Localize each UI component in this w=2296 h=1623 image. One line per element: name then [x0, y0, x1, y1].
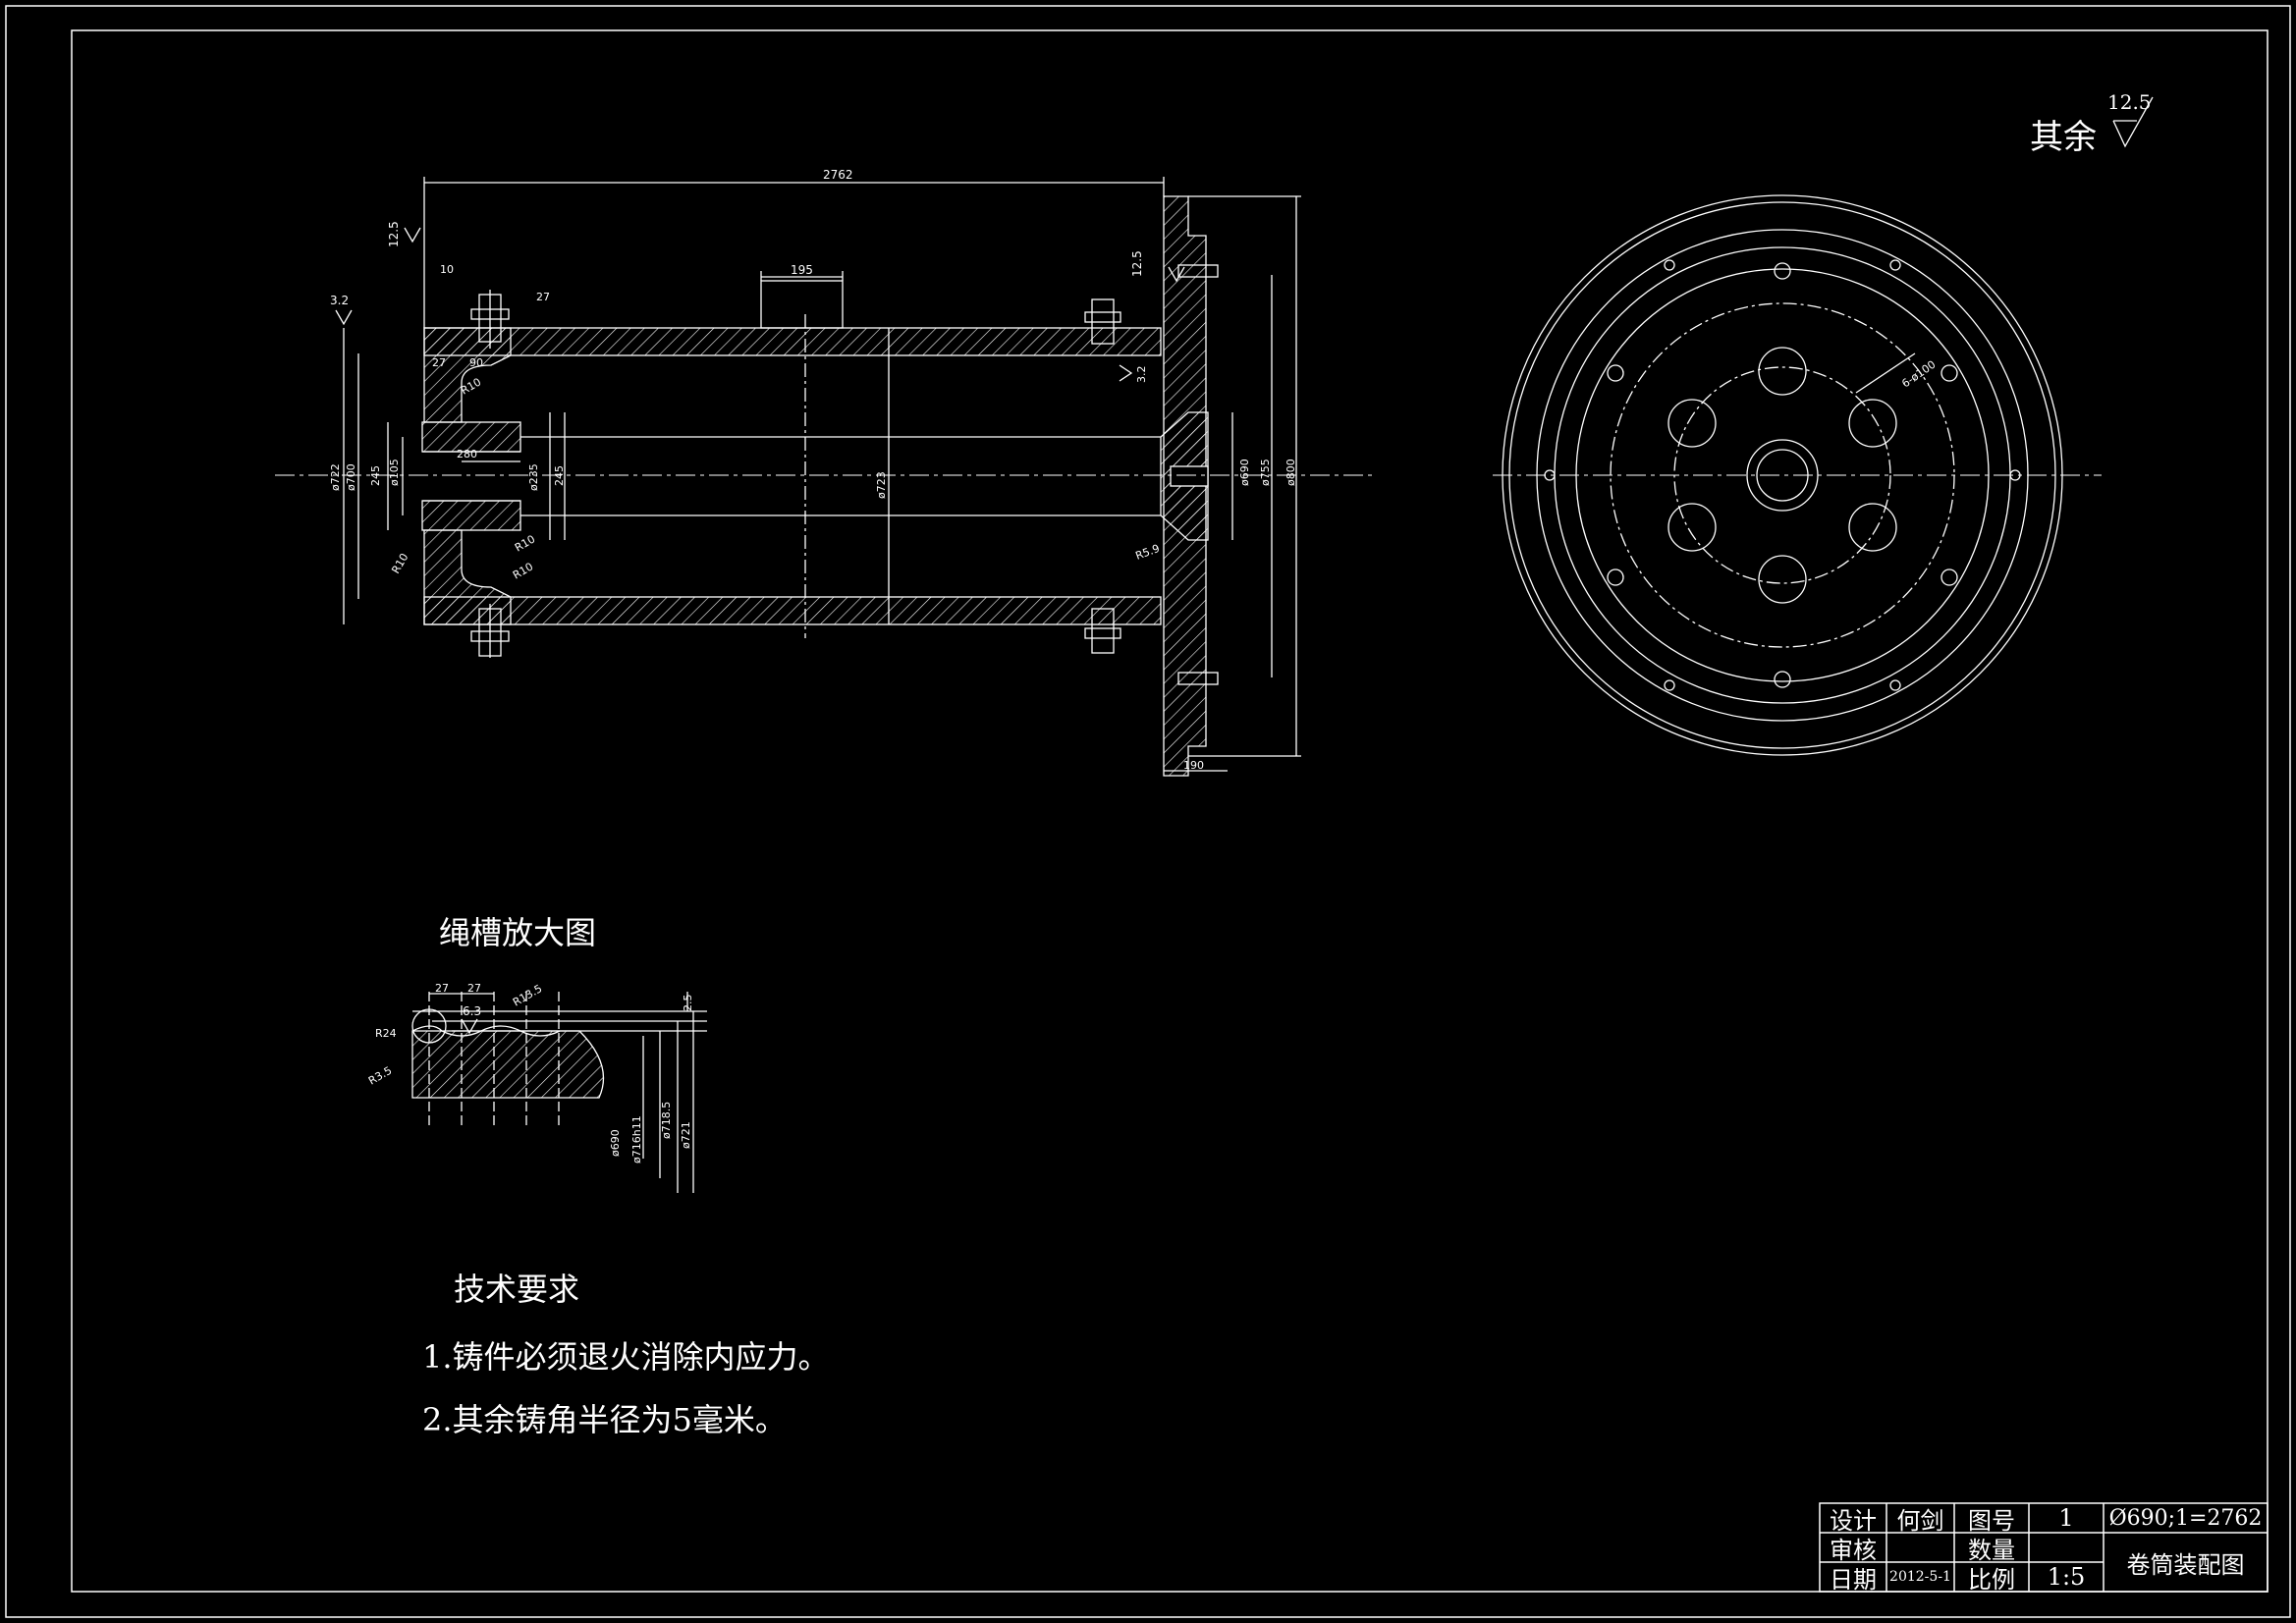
roughness-note-value: 12.5: [2107, 90, 2152, 114]
requirement-item-2: 2.其余铸角半径为5毫米。: [422, 1401, 787, 1438]
left-hub-bottom: [423, 529, 512, 625]
requirements-title: 技术要求: [454, 1271, 580, 1308]
right-keyway: [1170, 465, 1209, 487]
tb-date-label: 日期: [1830, 1565, 1877, 1594]
groove-d690: ø690: [609, 1129, 622, 1157]
left-hub-top: [423, 327, 512, 423]
groove-d716: ø716h11: [630, 1115, 643, 1163]
tb-drawing-no: 1: [2058, 1504, 2074, 1532]
groove-r13-5: R13.5: [511, 982, 544, 1008]
dim-d723: ø723: [875, 471, 888, 499]
dim-d722: ø722: [329, 463, 342, 491]
dim-len-280: 280: [457, 448, 477, 460]
tb-drawing-no-label: 图号: [1968, 1506, 2015, 1535]
dim-d245b: 245: [553, 465, 566, 486]
tb-design-label: 设计: [1830, 1506, 1877, 1535]
dim-d245a: 245: [369, 465, 382, 486]
dim-len-90: 90: [469, 356, 483, 369]
right-bolt-bottom: [1084, 608, 1121, 654]
requirement-item-1: 1.铸件必须退火消除内应力。: [422, 1338, 830, 1376]
tb-drawing-name: 卷筒装配图: [2126, 1550, 2245, 1579]
dim-r10-b: R10: [389, 551, 410, 575]
dim-d105: ø105: [388, 459, 401, 486]
groove-pitch-2: 27: [467, 982, 481, 995]
groove-pitch-1: 27: [435, 982, 449, 995]
inner-frame: [71, 29, 2269, 1593]
groove-r3-5: R3.5: [366, 1064, 394, 1088]
dim-d755: ø755: [1259, 459, 1272, 486]
groove-r24: R24: [375, 1027, 397, 1040]
left-hub-core-bottom: [421, 500, 521, 531]
right-bolt-top: [1084, 298, 1121, 345]
groove-d718-5: ø718.5: [660, 1102, 673, 1139]
title-block-grid: [1819, 1502, 2269, 1593]
roughness-right-top: 12.5: [1130, 250, 1144, 277]
dim-r10-c: R10: [513, 533, 537, 555]
dim-d235: ø235: [527, 463, 540, 491]
holes-label: 6-ø100: [1899, 358, 1938, 391]
roughness-note-symbol: [2112, 96, 2154, 148]
tb-qty-label: 数量: [1968, 1536, 2015, 1564]
dim-len-27: 27: [432, 356, 446, 369]
left-bolt-top: [470, 290, 510, 349]
groove-roughness: 6.3: [463, 1004, 481, 1018]
dim-r3-2: 3.2: [1135, 366, 1148, 384]
dim-total-length: 2762: [823, 168, 853, 182]
dim-d700: ø700: [345, 463, 357, 491]
side-end-view: [1493, 194, 2102, 756]
dim-r10-d: R10: [511, 561, 535, 582]
tb-designer: 何剑: [1896, 1506, 1944, 1535]
tb-scale: 1:5: [2047, 1563, 2086, 1591]
groove-detail-drawing: [411, 992, 707, 1193]
dim-groove-width: 195: [791, 263, 813, 277]
main-section-view: [275, 177, 1375, 777]
groove-detail-title: 绳槽放大图: [439, 914, 597, 951]
dim-width-190: 190: [1183, 759, 1204, 772]
outer-frame: [5, 5, 2291, 1618]
tb-scale-label: 比例: [1968, 1565, 2015, 1594]
shell-top-wall: [423, 327, 1162, 356]
groove-depth-2-5: 2.5: [682, 995, 694, 1012]
tb-spec: Ø690;1=2762: [2108, 1505, 2263, 1531]
roughness-left-top: 12.5: [387, 221, 401, 247]
dim-r5-9: R5.9: [1134, 542, 1162, 563]
left-bolt-bottom: [470, 604, 510, 658]
dim-d800: ø800: [1285, 459, 1297, 486]
dim-offset-10: 10: [440, 263, 454, 276]
tb-date: 2012-5-1: [1889, 1569, 1951, 1585]
roughness-left-side: 3.2: [330, 294, 349, 307]
dim-d690: ø690: [1238, 459, 1251, 486]
roughness-note-label: 其余: [2030, 118, 2097, 157]
main-view-dimension-text: 2762 195 10 27 27 90 R10 R10 R10 R10 ø72…: [329, 168, 1297, 772]
dim-bolt-27: 27: [536, 291, 550, 303]
shell-bottom-wall: [423, 596, 1162, 625]
groove-d721: ø721: [680, 1121, 692, 1149]
tb-review-label: 审核: [1830, 1536, 1877, 1564]
